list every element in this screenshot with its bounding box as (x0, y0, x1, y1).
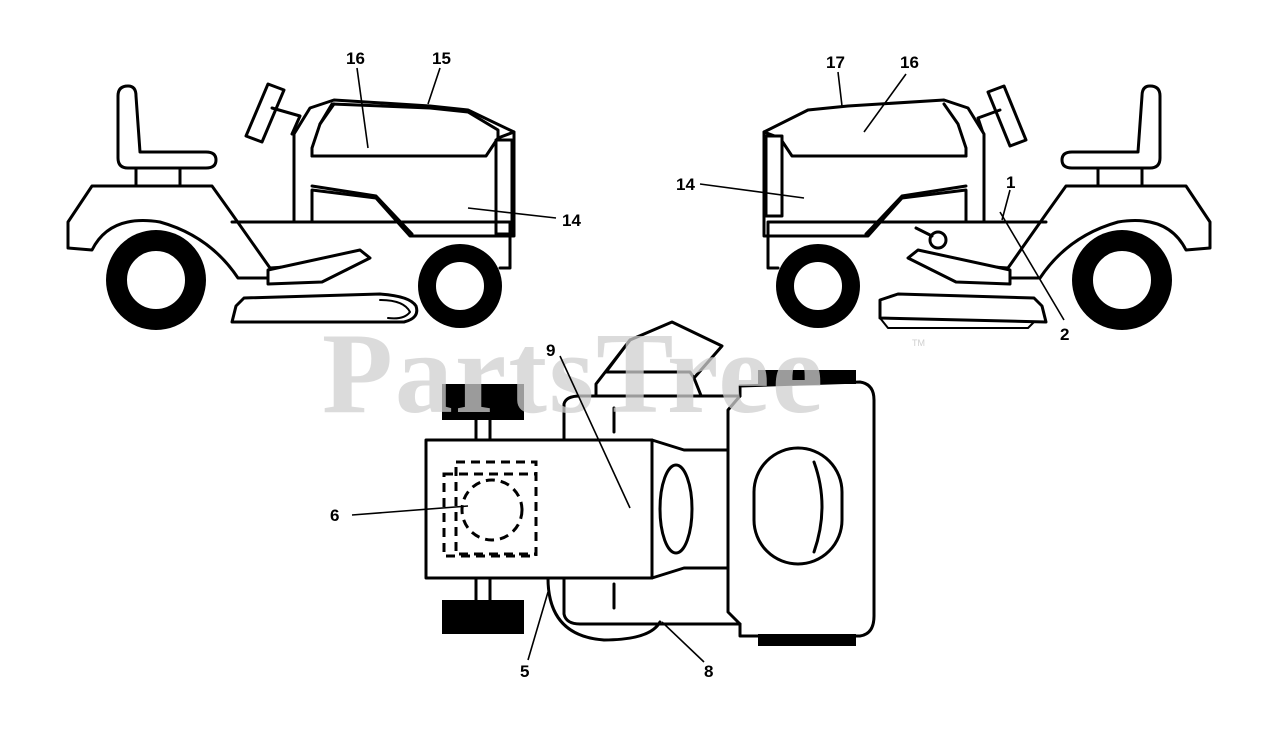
lever-knob (928, 230, 948, 250)
rear-tire-top (442, 384, 524, 420)
callout-top-9: 9 (546, 341, 555, 360)
tractor-left-side-view (66, 82, 516, 330)
callout-labels: 16 15 14 17 16 14 1 2 9 6 5 8 (330, 49, 1069, 681)
watermark: PartsTree TM (322, 310, 925, 438)
callout-top-6: 6 (330, 506, 339, 525)
seat (1060, 84, 1162, 170)
front-tire-bottom (758, 634, 856, 646)
callout-left-14: 14 (562, 211, 581, 230)
seat-base (134, 166, 182, 188)
tractor-right-side-view (762, 84, 1212, 330)
callout-top-5: 5 (520, 662, 529, 681)
steering-wheel-top (658, 463, 694, 555)
mower-deck (230, 292, 419, 324)
callout-top-8: 8 (704, 662, 713, 681)
watermark-text: PartsTree (322, 310, 825, 438)
rear-tire-bottom (442, 600, 524, 634)
callout-right-16: 16 (900, 53, 919, 72)
seat (116, 84, 218, 170)
watermark-trademark: TM (912, 338, 925, 348)
footrest (266, 248, 372, 286)
callout-left-16: 16 (346, 49, 365, 68)
front-tire-top (758, 370, 856, 384)
battery-outline (442, 472, 538, 558)
callout-right-2: 2 (1060, 325, 1069, 344)
callout-right-14: 14 (676, 175, 695, 194)
grille (494, 138, 514, 236)
callout-right-1: 1 (1006, 173, 1015, 192)
steering-column (270, 106, 302, 136)
tractor-top-view (424, 320, 876, 646)
engine-cover (752, 446, 844, 566)
callout-left-15: 15 (432, 49, 451, 68)
leader-lines (351, 67, 1065, 663)
callout-right-17: 17 (826, 53, 845, 72)
hood (762, 98, 986, 238)
fuel-cap-outline (460, 478, 524, 542)
steering-wheel (244, 82, 286, 144)
